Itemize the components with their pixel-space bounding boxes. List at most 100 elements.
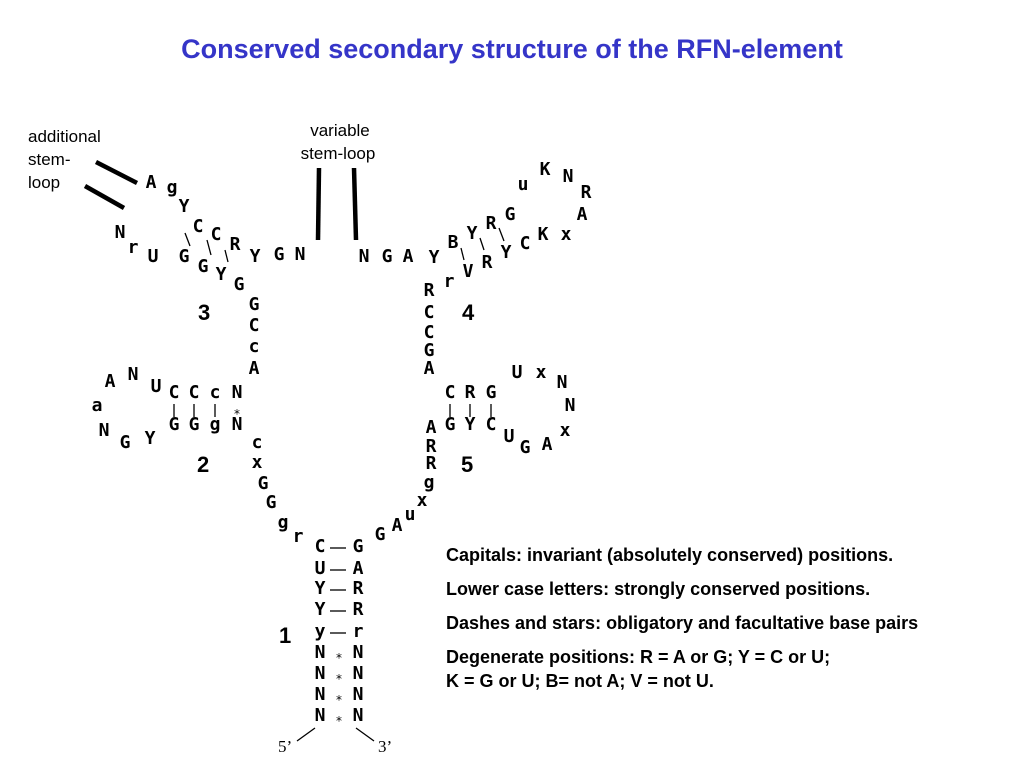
nucleotide-letter: G (520, 437, 531, 458)
nucleotide-letter: x (252, 452, 263, 473)
nucleotide-letter: Y (216, 264, 227, 285)
nucleotide-letter: N (315, 642, 326, 663)
nucleotide-letter: U (315, 558, 326, 579)
nucleotide-letter: Y (315, 599, 326, 620)
nucleotide-letter: R (465, 382, 476, 403)
end-ticks (296, 727, 375, 742)
stem-number-1: 1 (279, 623, 291, 648)
nucleotide-letter: C (211, 224, 222, 245)
legend-degenerate-line1: Degenerate positions: R = A or G; Y = C … (446, 647, 831, 667)
nucleotide-letter: R (426, 436, 437, 457)
nucleotide-letter: c (249, 336, 260, 357)
nucleotide-letter: C (169, 382, 180, 403)
nucleotide-letter: C (189, 382, 200, 403)
nucleotide-letter: R (353, 599, 364, 620)
variable-label-line1: variable (310, 121, 370, 140)
three-prime-end: 3’ (378, 737, 392, 756)
nucleotide-letter: Y (145, 428, 156, 449)
nucleotide-letter: R (353, 578, 364, 599)
nucleotide-letter: G (169, 414, 180, 435)
nucleotide-letter: G (258, 473, 269, 494)
nucleotide-letter: R (581, 182, 592, 203)
nucleotide-letter: K (540, 159, 551, 180)
nucleotide-letter: A (146, 172, 157, 193)
nucleotide-letter: A (105, 371, 116, 392)
nucleotide-letter: G (120, 432, 131, 453)
nucleotide-letter: N (557, 372, 568, 393)
nucleotide-letter: R (230, 234, 241, 255)
additional-label-line3: loop (28, 173, 60, 192)
nucleotide-letter: x (560, 420, 571, 441)
legend-degenerate: Degenerate positions: R = A or G; Y = C … (446, 645, 1006, 693)
nucleotide-letter: C (193, 216, 204, 237)
variable-stem-loop-marker (315, 167, 359, 241)
nucleotide-letter: N (359, 246, 370, 267)
nucleotide-letter: y (315, 621, 326, 642)
nucleotide-letter: C (445, 382, 456, 403)
nucleotide-letter: G (382, 246, 393, 267)
variable-label-line2: stem-loop (301, 144, 376, 163)
nucleotide-letter: R (486, 213, 497, 234)
nucleotide-letter: N (565, 395, 576, 416)
nucleotide-letter: Y (467, 223, 478, 244)
nucleotide-letter: u (518, 174, 529, 195)
nucleotide-letter: C (424, 322, 435, 343)
nucleotide-letter: R (426, 453, 437, 474)
nucleotide-letter: G (486, 382, 497, 403)
nucleotide-letter: Y (315, 578, 326, 599)
nucleotide-letter: C (424, 302, 435, 323)
nucleotide-letter: U (512, 362, 523, 383)
page-title: Conserved secondary structure of the RFN… (181, 34, 843, 64)
nucleotide-letter: N (232, 414, 243, 435)
nucleotide-letter: N (232, 382, 243, 403)
stem-number-2: 2 (197, 452, 209, 477)
nucleotide-letter: B (448, 232, 459, 253)
nucleotide-letter: N (353, 642, 364, 663)
nucleotide-letter: K (538, 224, 549, 245)
nucleotide-letter: V (463, 261, 474, 282)
nucleotide-letter: r (444, 271, 455, 292)
nucleotide-letter: A (426, 417, 437, 438)
five-prime-end: 5’ (278, 737, 292, 756)
nucleotide-letter: N (99, 420, 110, 441)
nucleotide-letter: N (353, 684, 364, 705)
nucleotide-letter: Y (250, 246, 261, 267)
nucleotide-letter: Y (179, 196, 190, 217)
nucleotide-letter: A (424, 358, 435, 379)
nucleotide-letter: A (392, 515, 403, 536)
nucleotide-letter: U (148, 246, 159, 267)
nucleotide-letter: Y (429, 247, 440, 268)
nucleotide-letter: N (128, 364, 139, 385)
pair-star: * (336, 693, 342, 707)
nucleotide-letter: G (198, 256, 209, 277)
nucleotide-letter: G (424, 340, 435, 361)
stem-number-4: 4 (462, 300, 475, 325)
nucleotide-letter: C (315, 536, 326, 557)
nucleotide-letter: C (520, 233, 531, 254)
nucleotide-letter: u (405, 504, 416, 525)
nucleotide-letter: N (315, 684, 326, 705)
nucleotide-letter: Y (465, 414, 476, 435)
nucleotide-letter: G (266, 492, 277, 513)
nucleotide-letter: x (561, 224, 572, 245)
nucleotide-letter: g (167, 177, 178, 198)
nucleotide-letter: g (424, 472, 435, 493)
nucleotide-letter: U (504, 426, 515, 447)
nucleotide-letter: a (92, 395, 103, 416)
nucleotide-letter: C (249, 315, 260, 336)
legend-lowercase: Lower case letters: strongly conserved p… (446, 579, 871, 599)
nucleotide-letter: G (445, 414, 456, 435)
nucleotide-letter: x (536, 362, 547, 383)
nucleotide-letter: G (274, 244, 285, 265)
nucleotide-letter: G (179, 246, 190, 267)
pair-star: * (336, 672, 342, 686)
nucleotide-letter: R (482, 252, 493, 273)
nucleotide-letter: U (151, 376, 162, 397)
nucleotide-letter: N (563, 166, 574, 187)
nucleotide-letter: N (115, 222, 126, 243)
nucleotide-letter: N (315, 663, 326, 684)
nucleotide-letter: x (417, 490, 428, 511)
nucleotide-letter: g (210, 414, 221, 435)
nucleotide-letter: G (353, 536, 364, 557)
nucleotide-letter: N (315, 705, 326, 726)
